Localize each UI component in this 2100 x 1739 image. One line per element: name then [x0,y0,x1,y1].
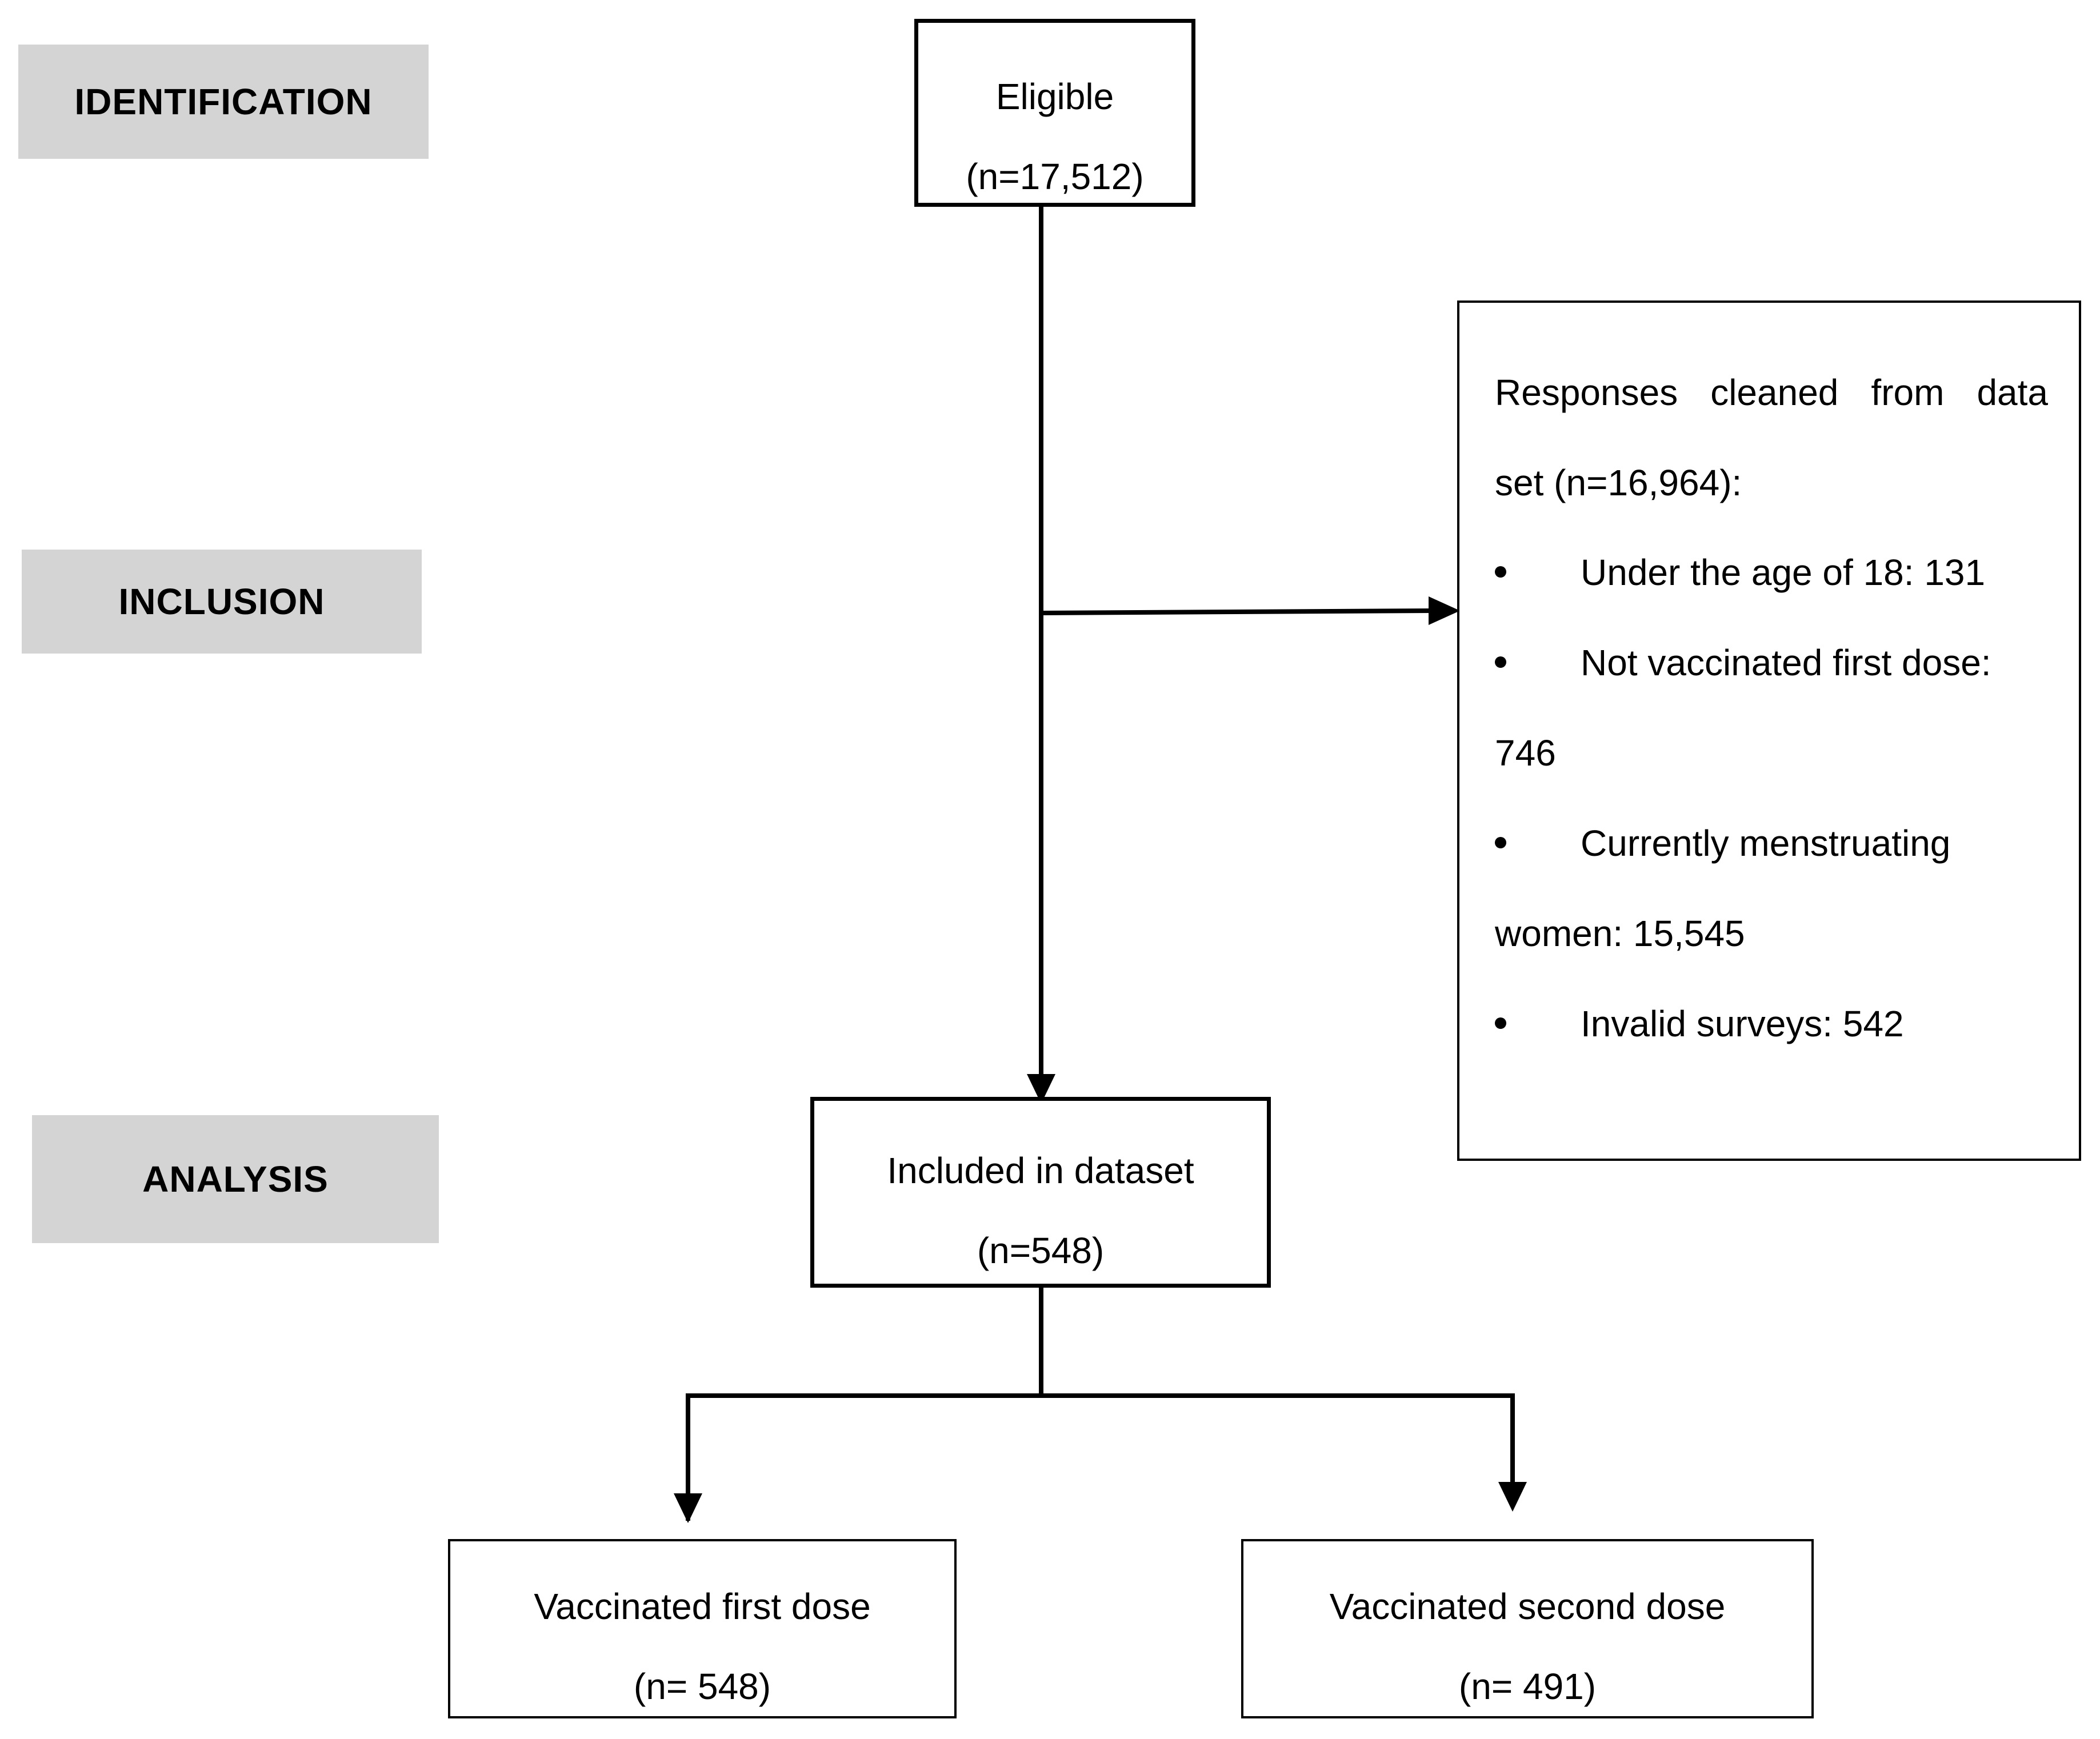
bullet-icon [1495,1017,1506,1029]
stage-inclusion-text: INCLUSION [118,581,325,622]
excluded-box: Responses cleaned from data set (n=16,96… [1457,300,2081,1161]
second-dose-box: Vaccinated second dose (n= 491) [1241,1539,1814,1718]
stage-label-analysis: ANALYSIS [32,1115,439,1243]
first-dose-label: Vaccinated first dose [534,1586,871,1627]
bullet-icon [1495,566,1506,578]
included-label: Included in dataset [887,1150,1194,1191]
first-dose-count: (n= 548) [633,1666,771,1707]
stage-label-identification: IDENTIFICATION [18,45,429,159]
bullet-icon [1495,837,1506,848]
excluded-item-not-vaccinated-continuation: 746 [1495,732,1556,774]
eligible-label: Eligible [995,76,1114,117]
second-dose-count: (n= 491) [1458,1666,1597,1707]
excluded-heading-line2: set (n=16,964): [1495,462,1742,503]
connector-to-excluded [1041,608,1432,615]
excluded-item-age: Under the age of 18: 131 [1581,552,1986,593]
excluded-item-menstruating-continuation: women: 15,545 [1495,913,1745,954]
excluded-item-menstruating: Currently menstruating [1581,823,1951,864]
arrowhead-excluded [1429,596,1460,625]
second-dose-label: Vaccinated second dose [1329,1586,1726,1627]
first-dose-box: Vaccinated first dose (n= 548) [448,1539,957,1718]
stage-identification-text: IDENTIFICATION [74,81,373,122]
excluded-item-not-vaccinated: Not vaccinated first dose: [1581,642,1991,683]
arrowhead-included [1027,1074,1055,1104]
arrowhead-second-dose [1498,1482,1527,1512]
eligible-count: (n=17,512) [966,156,1144,197]
connector-split-bar [686,1393,1515,1521]
excluded-heading-line1: Responses cleaned from data [1495,372,2048,413]
stage-analysis-text: ANALYSIS [142,1159,329,1200]
included-count: (n=548) [977,1230,1105,1271]
stage-label-inclusion: INCLUSION [22,550,422,654]
arrowhead-first-dose [674,1493,702,1523]
eligible-box: Eligible (n=17,512) [914,19,1195,207]
bullet-icon [1495,656,1506,668]
excluded-item-invalid: Invalid surveys: 542 [1581,1003,1904,1044]
included-box: Included in dataset (n=548) [810,1097,1271,1288]
